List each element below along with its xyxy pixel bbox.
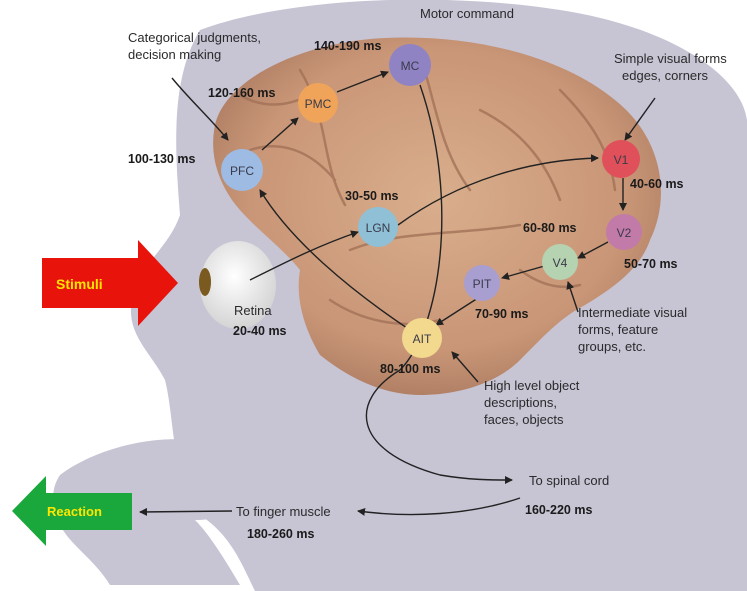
intermediate-label-line2: forms, feature xyxy=(578,322,658,337)
simple-visual-label-line1: Simple visual forms xyxy=(614,51,727,66)
node-v4: V4 xyxy=(542,244,578,280)
timing-pfc: 100-130 ms xyxy=(128,152,195,166)
to-spinal-cord-label: To spinal cord xyxy=(529,473,609,488)
node-pit: PIT xyxy=(464,265,500,301)
timing-mc: 140-190 ms xyxy=(314,39,381,53)
categorical-label-line1: Categorical judgments, xyxy=(128,30,261,45)
timing-finger: 180-260 ms xyxy=(247,527,314,541)
node-v2: V2 xyxy=(606,214,642,250)
node-ait: AIT xyxy=(402,318,442,358)
categorical-label-line2: decision making xyxy=(128,47,221,62)
node-v4-label: V4 xyxy=(553,256,568,270)
node-pfc-label: PFC xyxy=(230,164,254,178)
timing-pmc: 120-160 ms xyxy=(208,86,275,100)
timing-pit: 70-90 ms xyxy=(475,307,529,321)
node-v1-label: V1 xyxy=(614,153,629,167)
timing-ait: 80-100 ms xyxy=(380,362,441,376)
timing-spinal: 160-220 ms xyxy=(525,503,592,517)
timing-lgn: 30-50 ms xyxy=(345,189,399,203)
node-ait-label: AIT xyxy=(413,332,432,346)
timing-v2: 50-70 ms xyxy=(624,257,678,271)
high-level-label-line2: descriptions, xyxy=(484,395,557,410)
node-v2-label: V2 xyxy=(617,226,632,240)
intermediate-label-line1: Intermediate visual xyxy=(578,305,687,320)
motor-command-label: Motor command xyxy=(420,6,514,21)
high-level-label-line1: High level object xyxy=(484,378,580,393)
node-mc-label: MC xyxy=(401,59,420,73)
node-pfc: PFC xyxy=(221,149,263,191)
timing-v1: 40-60 ms xyxy=(630,177,684,191)
high-level-label-line3: faces, objects xyxy=(484,412,564,427)
node-mc: MC xyxy=(389,44,431,86)
intermediate-label-line3: groups, etc. xyxy=(578,339,646,354)
node-v1: V1 xyxy=(602,140,640,178)
arrow-finger-hand xyxy=(140,511,232,512)
simple-visual-label-line2: edges, corners xyxy=(622,68,708,83)
node-pmc: PMC xyxy=(298,83,338,123)
retina-label: Retina xyxy=(234,303,272,318)
timing-retina: 20-40 ms xyxy=(233,324,287,338)
pupil xyxy=(199,268,211,296)
node-pit-label: PIT xyxy=(473,277,492,291)
node-pmc-label: PMC xyxy=(305,97,332,111)
stimuli-label: Stimuli xyxy=(56,276,103,292)
reaction-label: Reaction xyxy=(47,504,102,519)
node-lgn: LGN xyxy=(358,207,398,247)
timing-v4: 60-80 ms xyxy=(523,221,577,235)
to-finger-muscle-label: To finger muscle xyxy=(236,504,331,519)
node-lgn-label: LGN xyxy=(366,221,391,235)
